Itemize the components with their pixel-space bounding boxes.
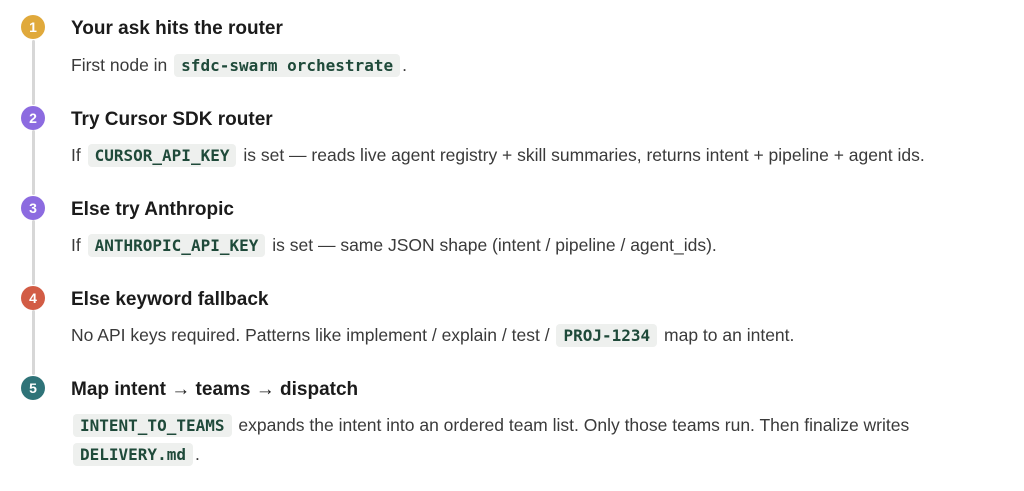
step-description: If ANTHROPIC_API_KEY is set — same JSON … — [71, 231, 1016, 260]
step-number-badge: 4 — [21, 286, 45, 310]
step-description: INTENT_TO_TEAMS expands the intent into … — [71, 411, 1016, 469]
description-text: . — [194, 444, 200, 464]
timeline-rail — [32, 40, 35, 105]
description-text: expands the intent into an ordered team … — [238, 415, 910, 435]
step-description: First node in sfdc-swarm orchestrate. — [71, 51, 1016, 80]
inline-code: CURSOR_API_KEY — [87, 144, 237, 167]
description-text: map to an intent. — [664, 325, 795, 345]
description-text: No API keys required. Patterns like impl… — [71, 325, 550, 345]
step-title: Your ask hits the router — [71, 18, 283, 39]
inline-code: PROJ-1234 — [556, 324, 658, 347]
step-title: Else keyword fallback — [71, 289, 269, 310]
step-title: Map intent → teams → dispatch — [71, 379, 359, 400]
timeline-rail — [32, 220, 35, 285]
description-text: First node in — [71, 55, 168, 75]
step-description: If CURSOR_API_KEY is set — reads live ag… — [71, 141, 1016, 170]
step-description: No API keys required. Patterns like impl… — [71, 321, 1016, 350]
step-title: Try Cursor SDK router — [71, 109, 273, 130]
description-text: If — [71, 145, 81, 165]
step-title: Else try Anthropic — [71, 199, 234, 220]
step-number-badge: 1 — [21, 15, 45, 39]
step-number-badge: 3 — [21, 196, 45, 220]
description-text: is set — same JSON shape (intent / pipel… — [272, 235, 717, 255]
description-text: . — [402, 55, 407, 75]
inline-code: DELIVERY.md — [73, 443, 193, 466]
description-text: If — [71, 235, 81, 255]
timeline-rail — [32, 310, 35, 375]
description-text: is set — reads live agent registry + ski… — [243, 145, 925, 165]
step-number-badge: 5 — [21, 376, 45, 400]
step-number-badge: 2 — [21, 106, 45, 130]
inline-code: INTENT_TO_TEAMS — [73, 414, 232, 437]
timeline-rail — [32, 130, 35, 195]
inline-code: sfdc-swarm orchestrate — [174, 54, 401, 77]
inline-code: ANTHROPIC_API_KEY — [87, 234, 266, 257]
